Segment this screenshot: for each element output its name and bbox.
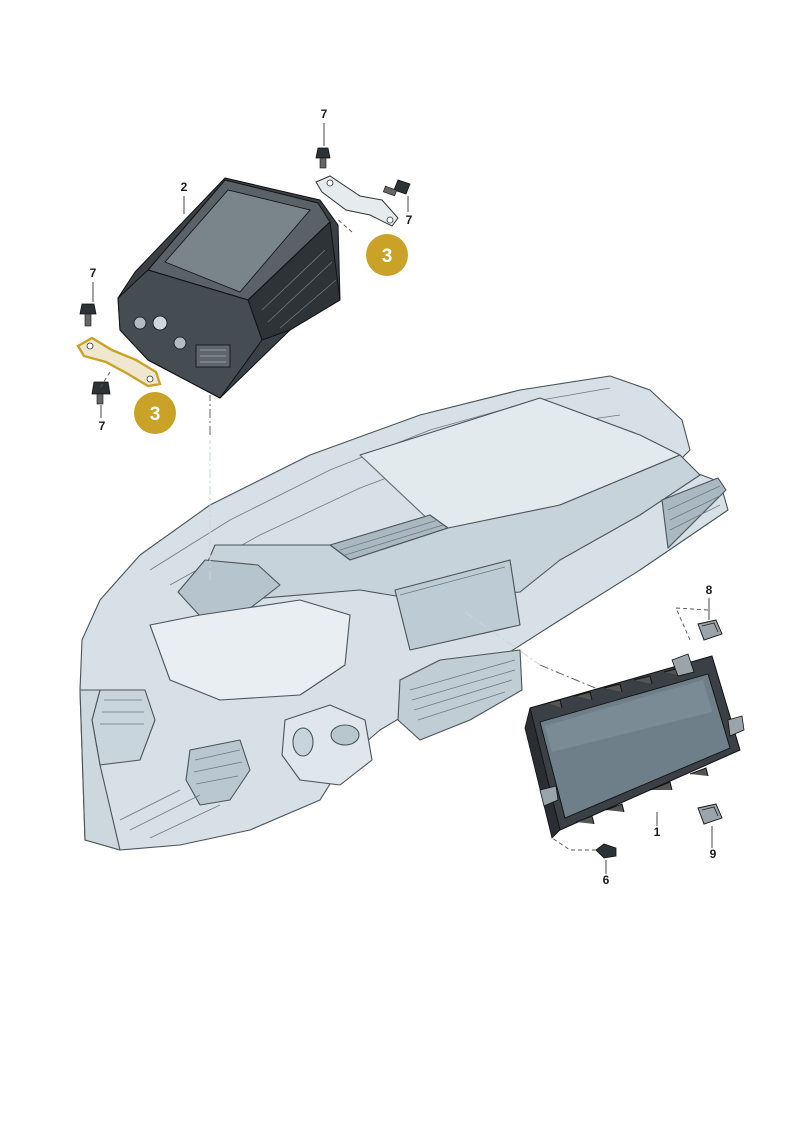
screw-6 xyxy=(595,843,617,859)
callout-2: 2 xyxy=(181,180,188,194)
callout-7-lower-top: 7 xyxy=(90,266,97,280)
assembly-line-screen-to-dash-outer xyxy=(539,664,601,691)
mounting-bracket-lower xyxy=(76,336,162,388)
callout-9: 9 xyxy=(710,847,717,861)
assembly-line-screen-to-dash xyxy=(464,611,541,666)
badge-3-lower: 3 xyxy=(134,392,176,434)
head-unit xyxy=(117,177,341,399)
badge-3-upper-label: 3 xyxy=(382,246,393,267)
badge-3-lower-label: 3 xyxy=(150,404,161,425)
dashboard-panel xyxy=(79,375,729,851)
callout-7-upper-right: 7 xyxy=(406,213,413,227)
badge-3-upper: 3 xyxy=(366,234,408,276)
screw-lower-top xyxy=(79,303,97,327)
callout-7-lower-bottom: 7 xyxy=(99,419,106,433)
mounting-bracket-upper xyxy=(315,175,399,227)
screw-lower-bottom xyxy=(91,381,111,405)
callout-7-upper-top: 7 xyxy=(321,107,328,121)
callout-8: 8 xyxy=(706,583,713,597)
screw-upper-right xyxy=(382,179,411,197)
display-panel xyxy=(524,653,745,839)
screw-upper-top xyxy=(315,147,331,169)
clip-9 xyxy=(697,803,723,825)
callout-6: 6 xyxy=(603,873,610,887)
callout-1: 1 xyxy=(654,825,661,839)
clip-8 xyxy=(697,619,723,641)
